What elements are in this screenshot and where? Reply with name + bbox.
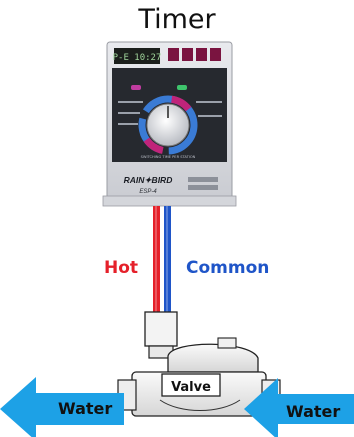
valve-label: Valve <box>171 380 211 395</box>
brand-logo: RAIN✦BIRD <box>124 175 173 185</box>
diagram-title: Timer <box>138 4 216 35</box>
water-arrow-right <box>244 378 354 437</box>
dial-caption: SWITCHING TIME PER STATION <box>141 155 196 159</box>
common-label: Common <box>186 258 270 278</box>
timer-button[interactable] <box>168 48 179 61</box>
model-name: ESP-4 <box>139 189 157 195</box>
timer-button[interactable] <box>210 48 221 61</box>
water-arrow-left <box>0 377 124 437</box>
timer-button[interactable] <box>196 48 207 61</box>
lcd-display <box>114 48 160 64</box>
wire-common <box>164 206 171 312</box>
water-label-right: Water <box>286 402 341 421</box>
wire-hot <box>153 206 160 312</box>
water-in-label-left: Water <box>58 399 113 418</box>
lcd-text: P-E 10:27 <box>113 53 162 63</box>
hot-label: Hot <box>104 258 139 278</box>
timer-controller: P-E 10:27 SWITCHING TIME PER STATION RAI… <box>102 41 237 207</box>
timer-button[interactable] <box>182 48 193 61</box>
solenoid <box>144 311 178 359</box>
timer-dial[interactable] <box>146 103 190 147</box>
